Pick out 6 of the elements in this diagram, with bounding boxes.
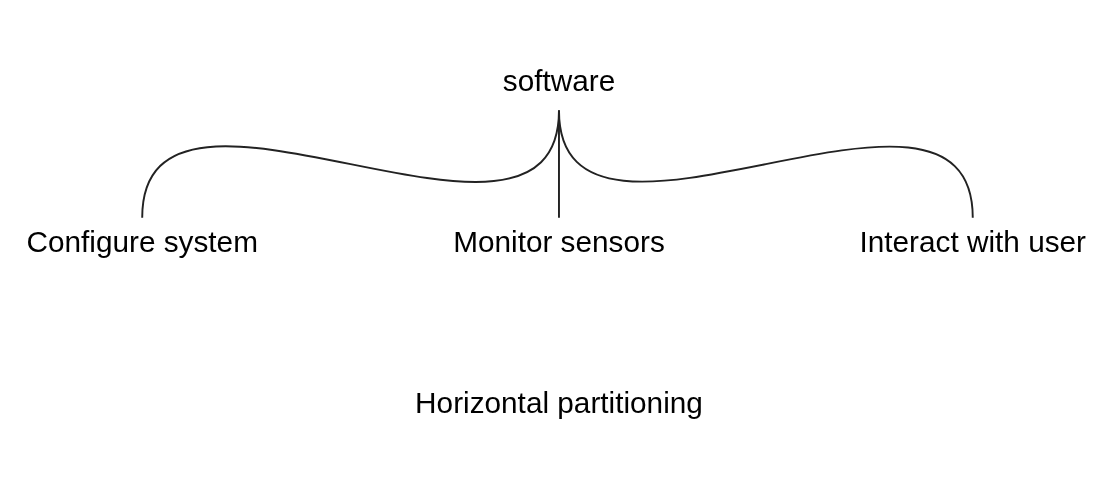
node-text: Configure system [26,224,258,258]
node-text: software [502,64,616,98]
node-text: Interact with user [859,224,1087,258]
node-text: Monitor sensors [453,224,665,258]
connector [558,109,974,219]
label: Horizontal partitioning [415,385,703,419]
